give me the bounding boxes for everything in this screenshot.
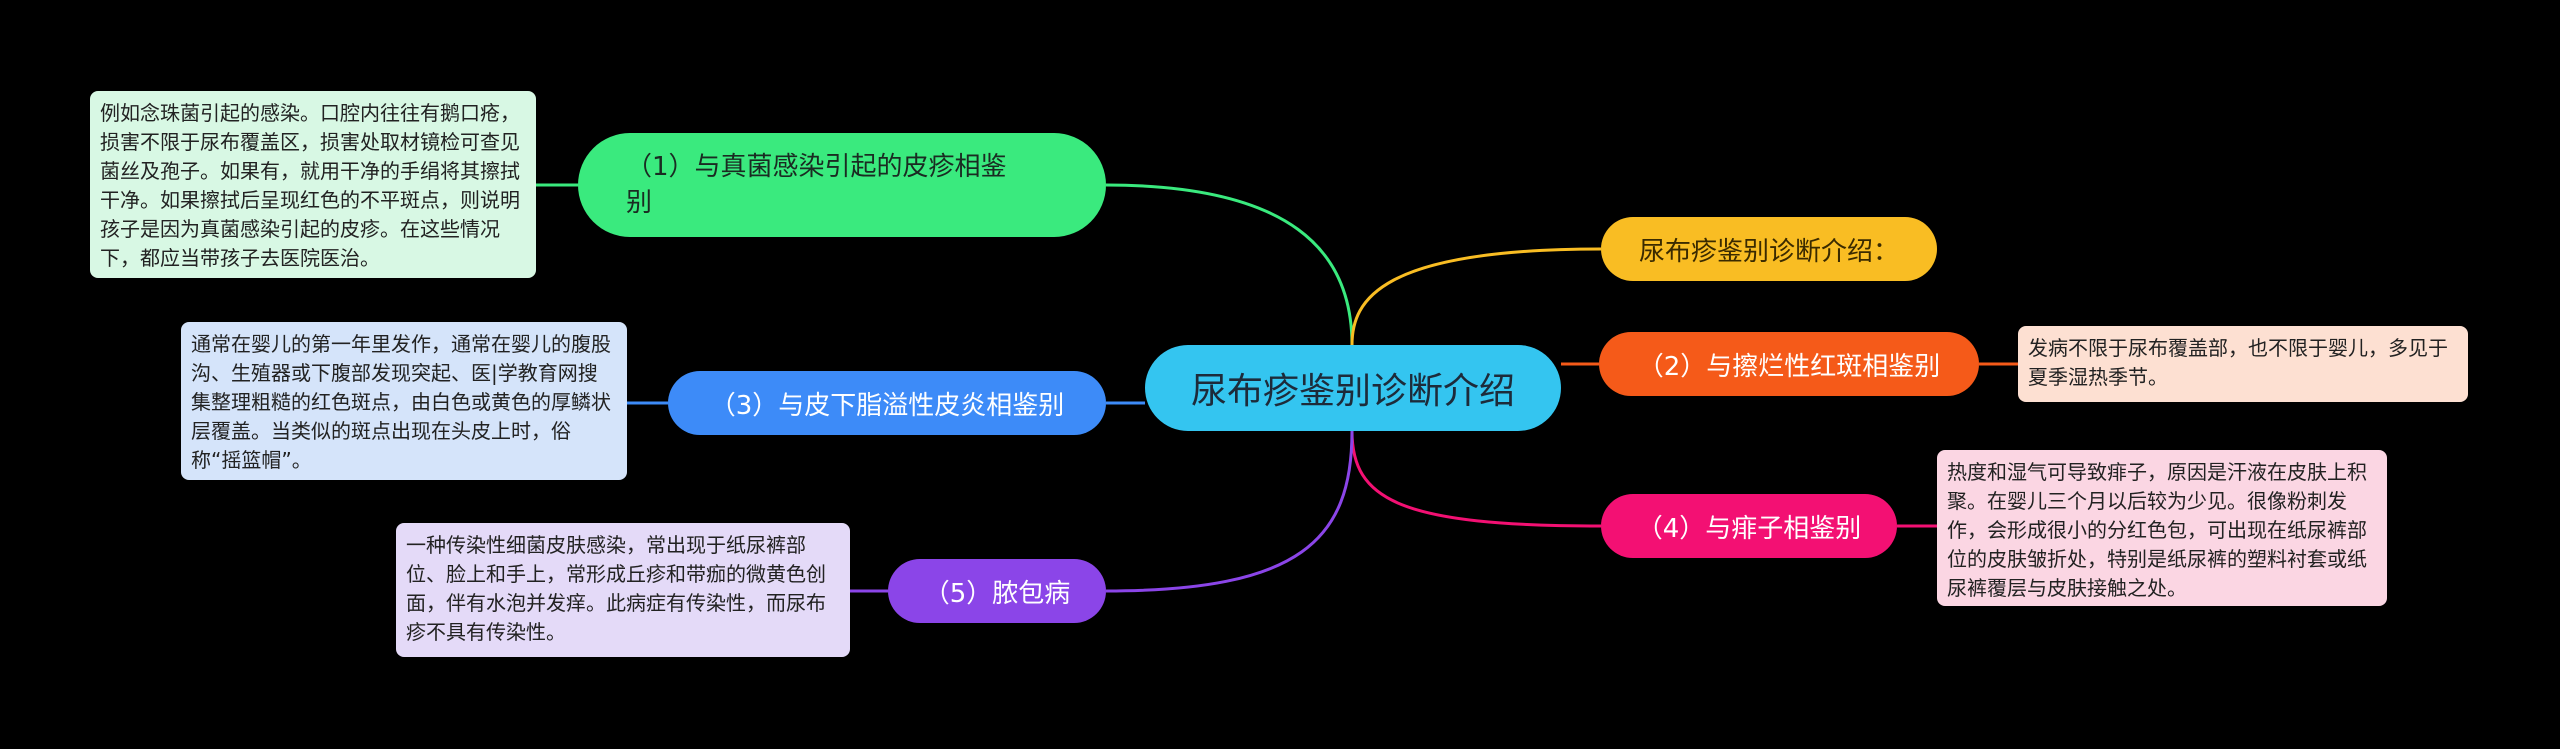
note-seborrheic-text: 通常在婴儿的第一年里发作，通常在婴儿的腹股沟、生殖器或下腹部发现突起、医|学教育… [191, 332, 611, 472]
branch-prickly-heat[interactable]: （4）与痱子相鉴别 [1601, 494, 1897, 558]
link-center-impetigo [1105, 430, 1354, 593]
note-impetigo-text: 一种传染性细菌皮肤感染，常出现于纸尿裤部位、脸上和手上，常形成丘疹和带痂的微黄色… [406, 533, 826, 644]
note-impetigo[interactable]: 一种传染性细菌皮肤感染，常出现于纸尿裤部位、脸上和手上，常形成丘疹和带痂的微黄色… [396, 523, 850, 657]
note-prickly-text: 热度和湿气可导致痱子，原因是汗液在皮肤上积聚。在婴儿三个月以后较为少见。很像粉刺… [1947, 460, 2367, 600]
branch-intertrigo-label: （2）与擦烂性红斑相鉴别 [1637, 351, 1941, 382]
branch-impetigo-label: （5）脓包病 [923, 578, 1071, 609]
note-fungal-infection[interactable]: 例如念珠菌引起的感染。口腔内往往有鹅口疮，损害不限于尿布覆盖区，损害处取材镜检可… [90, 91, 536, 278]
branch-intertrigo[interactable]: （2）与擦烂性红斑相鉴别 [1599, 332, 1979, 396]
link-center-prickly [1350, 430, 1602, 528]
branch-fungal-label: （1）与真菌感染引起的皮疹相鉴 别 [626, 149, 1007, 221]
branch-impetigo[interactable]: （5）脓包病 [888, 559, 1106, 623]
branch-intro[interactable]: 尿布疹鉴别诊断介绍： [1601, 217, 1937, 281]
note-fungal-text: 例如念珠菌引起的感染。口腔内往往有鹅口疮，损害不限于尿布覆盖区，损害处取材镜检可… [100, 101, 520, 270]
link-center-fungal [1105, 183, 1354, 346]
link-center-intro [1350, 247, 1602, 346]
note-intertrigo[interactable]: 发病不限于尿布覆盖部，也不限于婴儿，多见于夏季湿热季节。 [2018, 326, 2468, 402]
note-seborrheic-dermatitis[interactable]: 通常在婴儿的第一年里发作，通常在婴儿的腹股沟、生殖器或下腹部发现突起、医|学教育… [181, 322, 627, 480]
center-topic[interactable]: 尿布疹鉴别诊断介绍 [1145, 345, 1561, 431]
branch-fungal-infection[interactable]: （1）与真菌感染引起的皮疹相鉴 别 [578, 133, 1106, 237]
branch-fungal-label-line2: 别 [626, 188, 653, 218]
branch-seborrheic-dermatitis[interactable]: （3）与皮下脂溢性皮炎相鉴别 [668, 371, 1106, 435]
note-intertrigo-text: 发病不限于尿布覆盖部，也不限于婴儿，多见于夏季湿热季节。 [2028, 336, 2448, 389]
branch-fungal-label-line1: （1）与真菌感染引起的皮疹相鉴 [626, 152, 1007, 182]
note-prickly-heat[interactable]: 热度和湿气可导致痱子，原因是汗液在皮肤上积聚。在婴儿三个月以后较为少见。很像粉刺… [1937, 450, 2387, 606]
branch-prickly-label: （4）与痱子相鉴别 [1636, 513, 1862, 544]
center-topic-label: 尿布疹鉴别诊断介绍 [1190, 371, 1515, 412]
branch-intro-label: 尿布疹鉴别诊断介绍： [1638, 236, 1899, 267]
branch-seborrheic-label: （3）与皮下脂溢性皮炎相鉴别 [709, 390, 1065, 421]
